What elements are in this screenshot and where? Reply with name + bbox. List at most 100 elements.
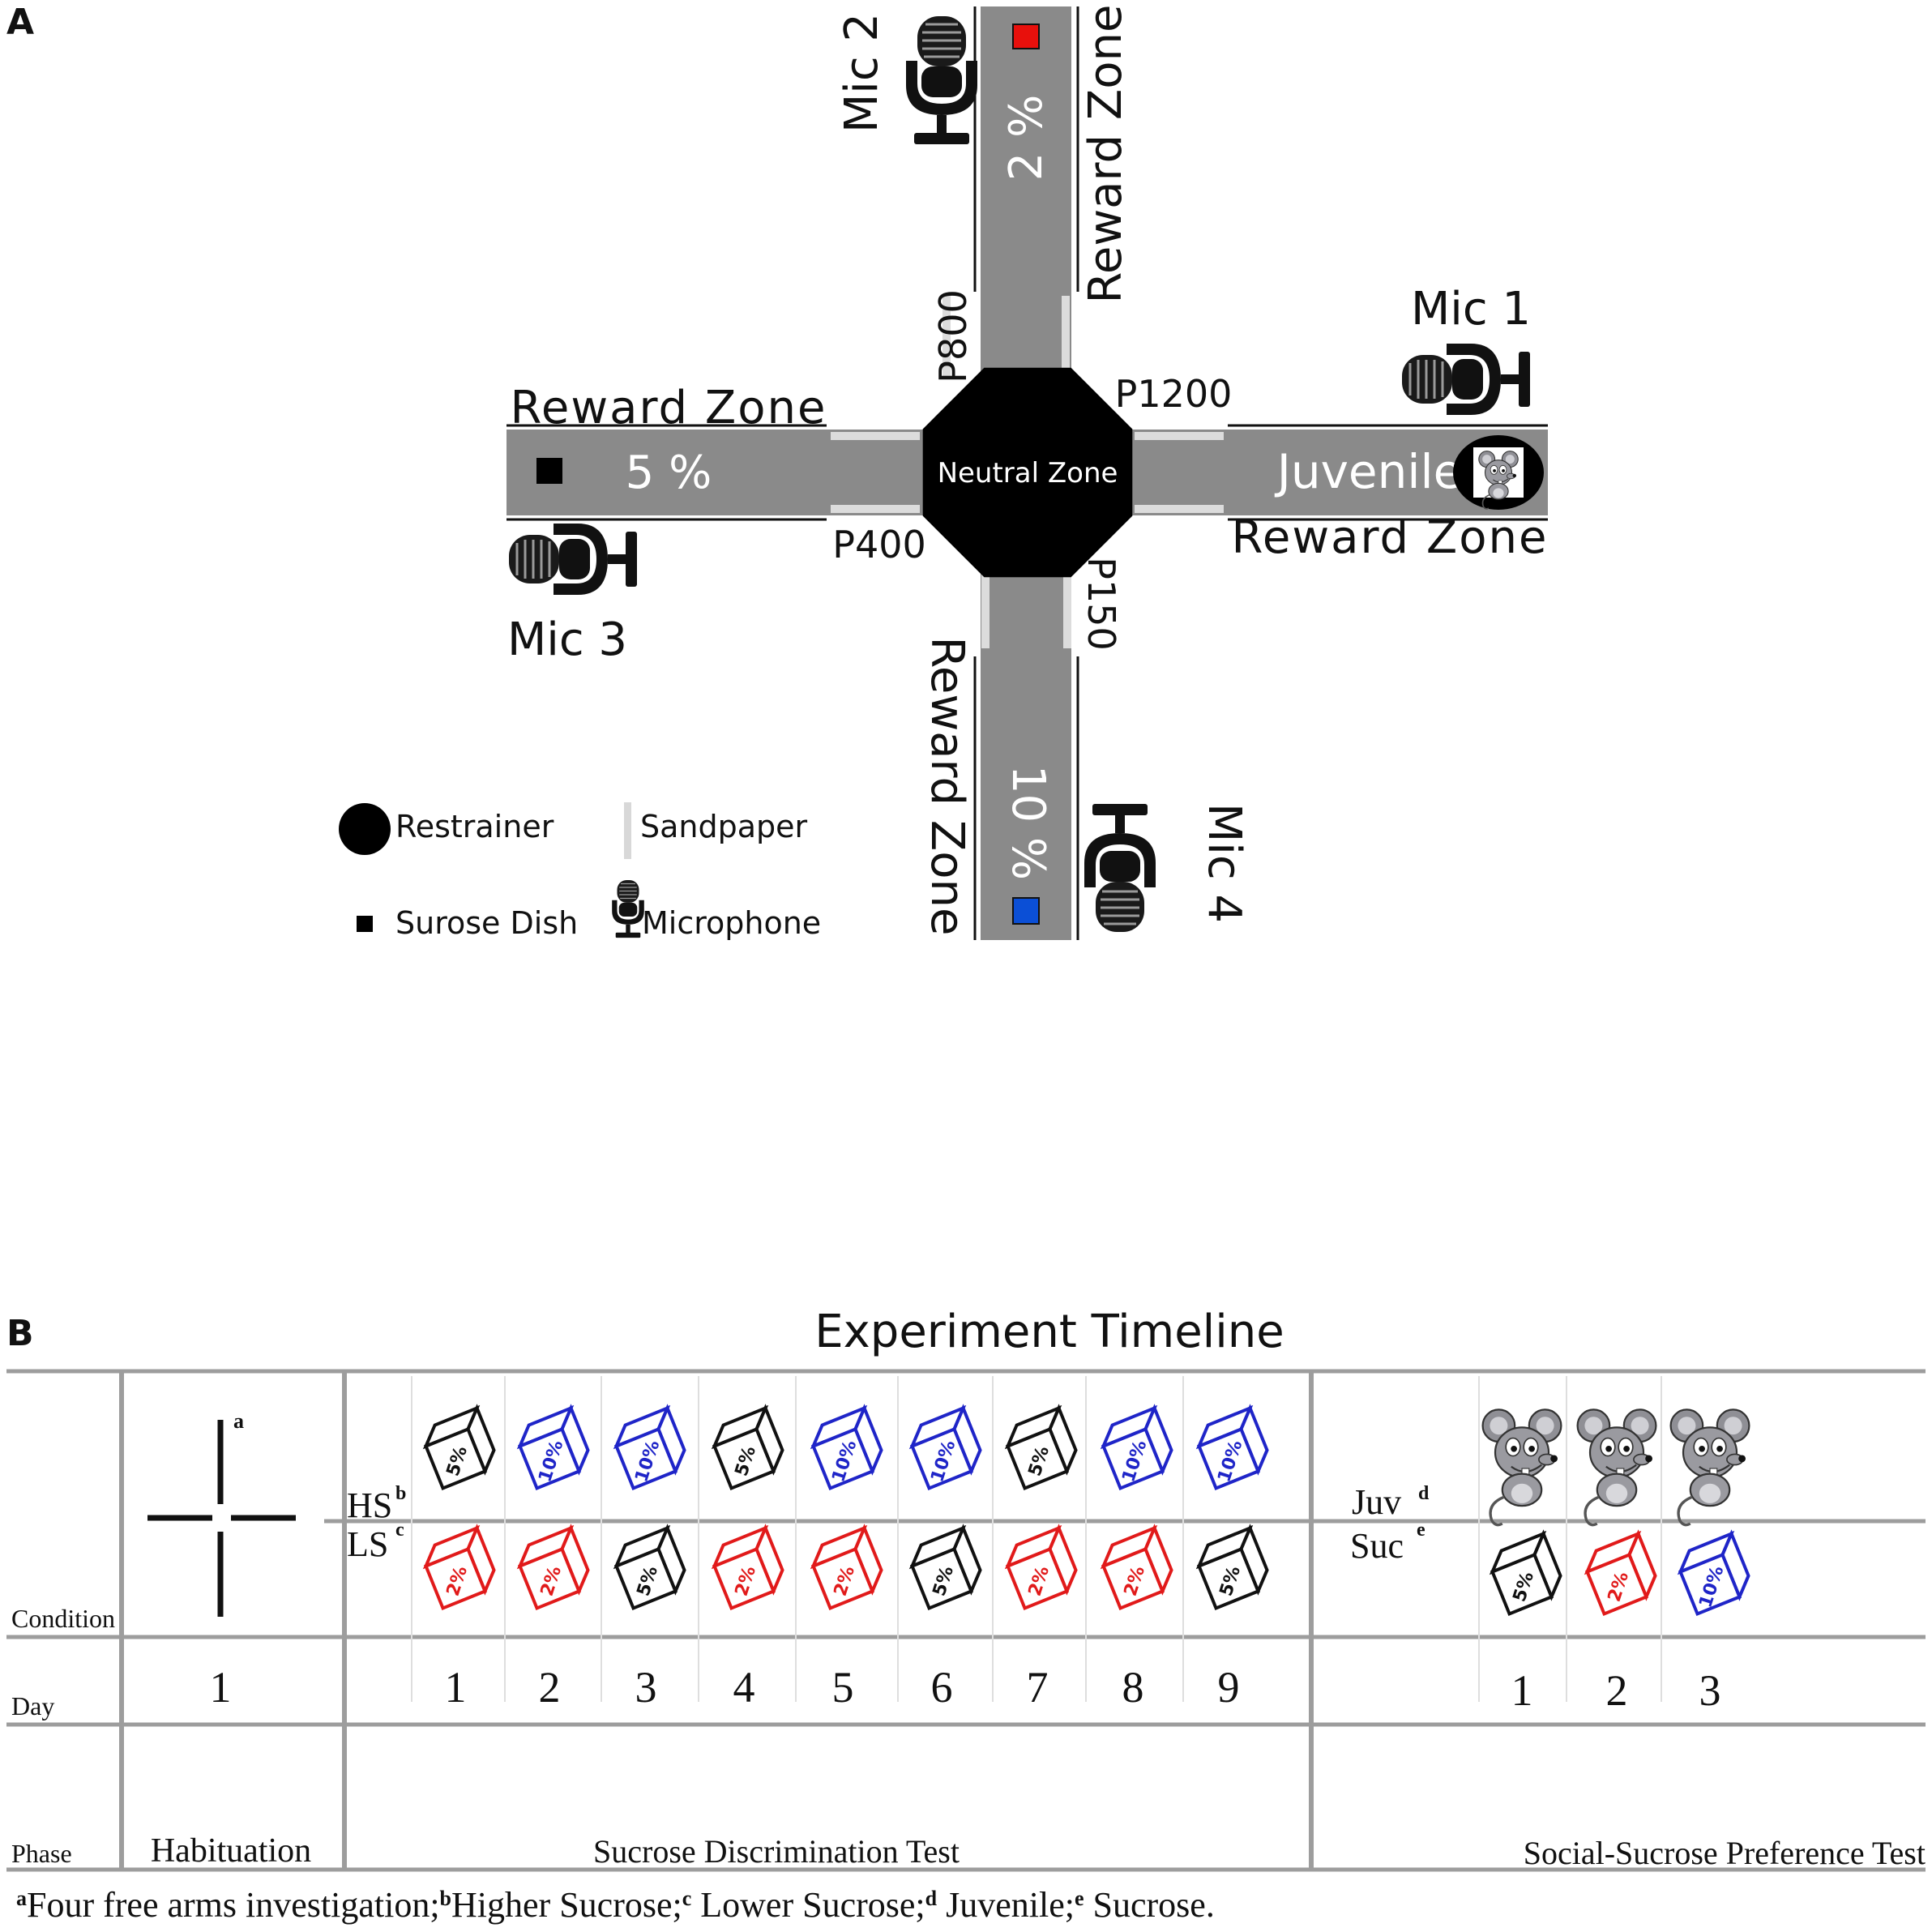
legend-sandpaper-label: Sandpaper [640,809,808,844]
cube-front-face [1005,1546,1070,1611]
legend-sandpaper-icon [624,802,631,859]
cube-front-face [810,1426,875,1491]
social-day-2: 2 [1606,1666,1628,1715]
ls-cube-day-8: 2% [1100,1524,1173,1611]
cube-front-face [1196,1426,1261,1491]
microphone-icon-4 [1083,802,1157,934]
neutral-zone-label: Neutral Zone [938,457,1118,489]
cube-front-face [1584,1552,1649,1617]
cube-front-face [613,1546,678,1611]
ls-cube-day-9: 5% [1195,1524,1269,1611]
cube-front-face [423,1546,488,1611]
footnote-text: Higher Sucrose; [451,1885,682,1925]
reward-zone-right: Reward Zone [1232,511,1549,564]
discrimination-day-5: 5 [832,1663,854,1712]
suc-cube-day-2: 2% [1584,1529,1657,1617]
sucrose-dish-left [536,458,562,484]
mic-4-label: Mic 4 [1198,803,1250,923]
habituation-phase: Habituation [151,1832,311,1870]
percent-left: 5 % [626,447,712,499]
paper-left: P400 [832,523,926,566]
cube-front-face [810,1546,875,1611]
ls-cube-day-3: 5% [613,1524,686,1611]
ls-mark: c [395,1520,404,1541]
ls-label: LS [347,1524,388,1564]
ls-cube-day-5: 2% [810,1524,883,1611]
cube-front-face [1678,1552,1742,1617]
cube-front-face [1005,1426,1070,1491]
legend-dish-icon [357,916,373,932]
footnote-mark: d [925,1887,938,1910]
discrimination-phase: Sucrose Discrimination Test [593,1833,960,1870]
mic-3-label: Mic 3 [507,613,627,666]
panel-b-label: B [6,1313,34,1354]
habituation-day: 1 [210,1663,232,1712]
hs-cube-day-6: 10% [908,1404,982,1491]
row-label-day: Day [11,1691,54,1720]
cube-front-face [909,1546,974,1611]
row-label-condition: Condition [11,1604,115,1633]
cube-front-face [712,1426,776,1491]
cube-front-face [1196,1546,1261,1611]
mic-1-label: Mic 1 [1411,283,1531,336]
ls-cube-day-2: 2% [516,1524,590,1611]
arm-top [981,6,1071,395]
hs-cube-day-2: 10% [516,1404,590,1491]
reward-zone-bottom: Reward Zone [921,637,973,936]
discrimination-day-3: 3 [635,1663,657,1712]
sandpaper-strip [981,567,990,648]
discrimination-day-6: 6 [931,1663,953,1712]
hs-label: HS [347,1485,392,1525]
social-day-1: 1 [1511,1666,1533,1715]
microphone-icon-2 [904,15,979,146]
cube-front-face [909,1426,974,1491]
ls-cube-day-1: 2% [422,1524,496,1611]
juvenile-mouse-day-3 [1669,1408,1751,1527]
hs-cube-day-5: 10% [810,1404,883,1491]
percent-bottom: 10 % [1002,765,1054,880]
hs-mark: b [395,1483,406,1504]
social-phase: Social-Sucrose Preference Test [1524,1835,1926,1871]
footnote-mark: e [1075,1887,1084,1910]
sandpaper-strip [1062,296,1070,377]
percent-top: 2 % [1000,95,1053,182]
microphone-icon-3 [507,522,639,596]
discrimination-day-8: 8 [1122,1663,1144,1712]
cube-front-face [1490,1552,1554,1617]
juv-label: Juv [1352,1482,1401,1522]
sucrose-dish-bottom [1012,897,1040,925]
discrimination-day-2: 2 [539,1663,561,1712]
hs-cube-day-9: 10% [1195,1404,1269,1491]
footnote: aFour free arms investigation;bHigher Su… [16,1885,1215,1925]
footnote-mark: c [682,1887,692,1910]
cube-front-face [1101,1546,1165,1611]
legend-restrainer-label: Restrainer [395,809,554,844]
microphone-icon-1 [1400,342,1532,417]
juv-mark: d [1418,1483,1430,1504]
paper-right: P1200 [1115,372,1233,416]
ls-cube-day-6: 5% [908,1524,982,1611]
footnote-mark: a [16,1887,27,1910]
footnote-text: Juvenile; [937,1885,1075,1925]
footnote-text: Lower Sucrose; [691,1885,925,1925]
suc-cube-day-1: 5% [1489,1529,1562,1617]
suc-mark: e [1417,1520,1425,1541]
ls-cube-day-7: 2% [1004,1524,1078,1611]
discrimination-day-1: 1 [445,1663,467,1712]
suc-cube-day-3: 10% [1677,1529,1750,1617]
juvenile-label: Juvenile [1275,444,1463,499]
sandpaper-strip [831,505,920,513]
legend-microphone-label: Microphone [642,905,821,941]
discrimination-day-7: 7 [1027,1663,1049,1712]
paper-bottom: P150 [1079,557,1123,651]
hs-cube-day-1: 5% [422,1404,496,1491]
sucrose-dish-top [1012,24,1040,49]
cube-front-face [1101,1426,1165,1491]
sandpaper-strip [942,296,951,377]
arm-bottom [981,551,1071,940]
legend-restrainer-icon [339,803,391,855]
footnote-mark: b [440,1887,451,1910]
timeline-title: Experiment Timeline [814,1306,1284,1358]
